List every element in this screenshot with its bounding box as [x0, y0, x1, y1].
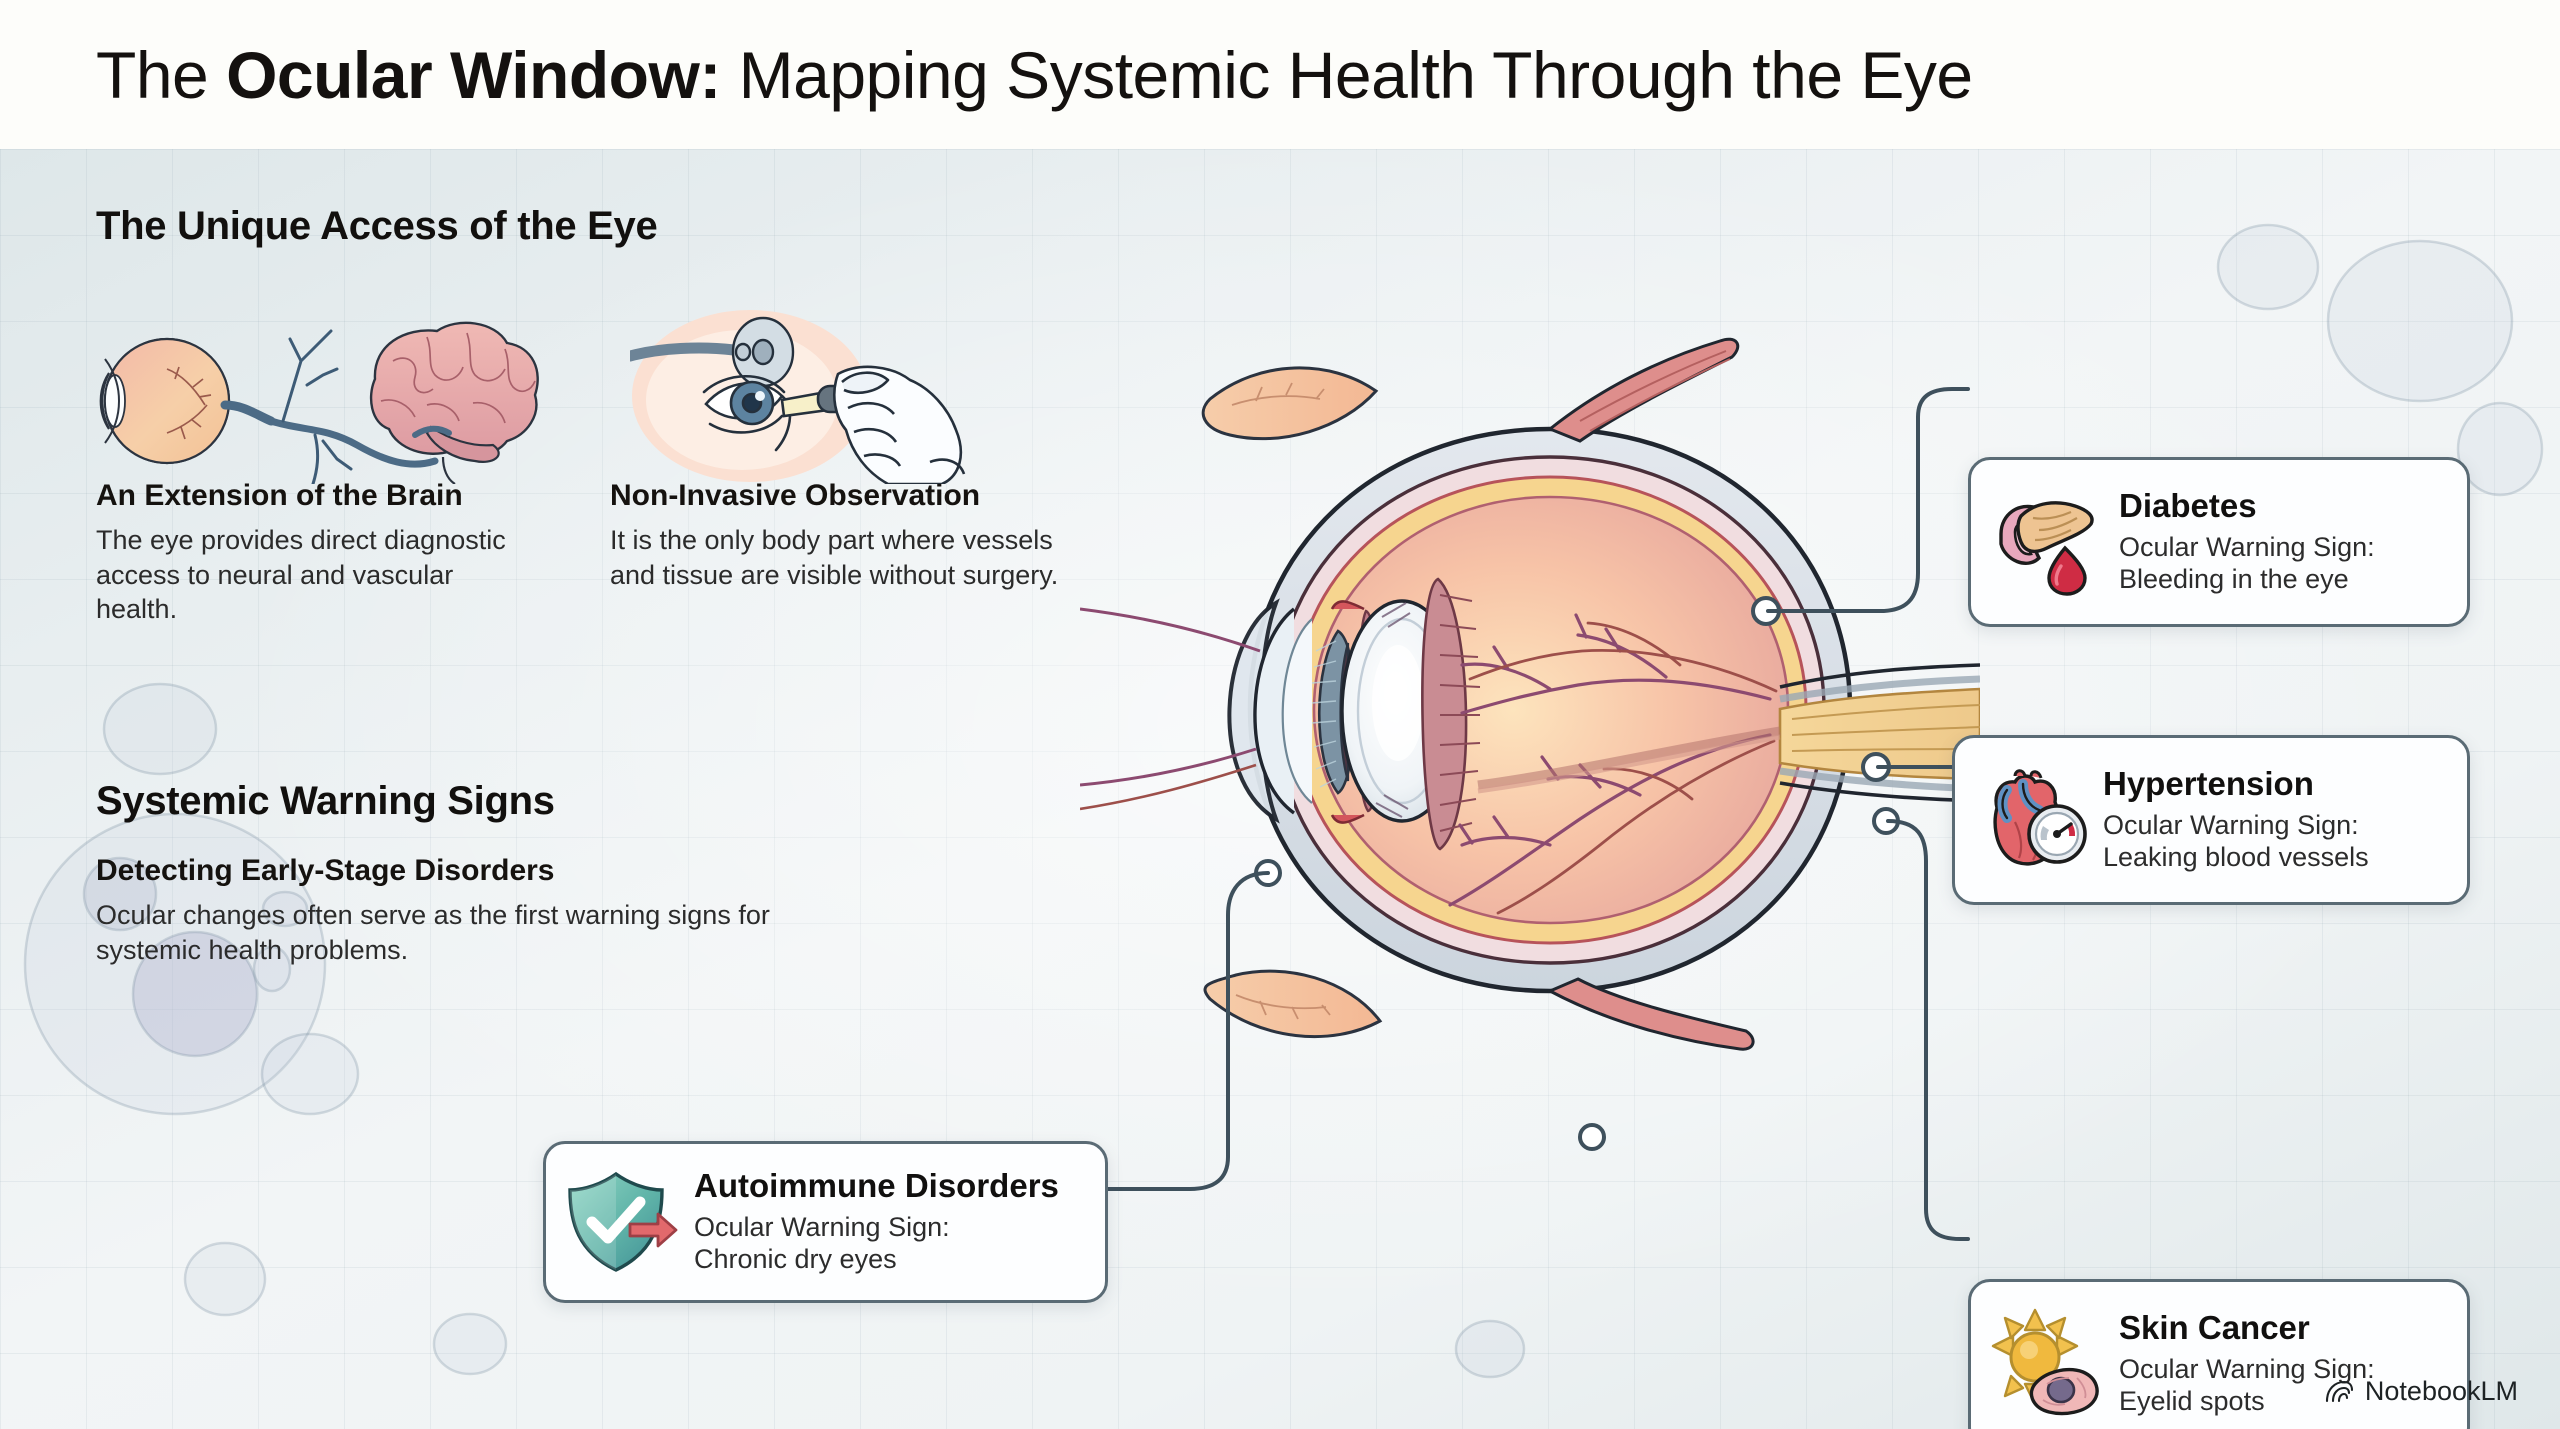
- watermark-label: NotebookLM: [2364, 1376, 2518, 1406]
- anchor-skincancer: [1872, 807, 1900, 835]
- card-text: Autoimmune Disorders Ocular Warning Sign…: [694, 1166, 1059, 1277]
- card-text: Diabetes Ocular Warning Sign: Bleeding i…: [2119, 486, 2375, 597]
- card-text: Skin Cancer Ocular Warning Sign: Eyelid …: [2119, 1308, 2375, 1419]
- ophthalmoscope-exam-illustration: [630, 310, 966, 484]
- card-title: Hypertension: [2103, 764, 2314, 802]
- warning-section-title: Systemic Warning Signs: [96, 779, 555, 823]
- card-line-1: Ocular Warning Sign:: [2119, 531, 2375, 562]
- callout-card-autoimmune[interactable]: Autoimmune Disorders Ocular Warning Sign…: [543, 1141, 1108, 1303]
- anchor-lower: [1578, 1123, 1606, 1151]
- feature-block-brain: An Extension of the Brain The eye provid…: [96, 479, 536, 627]
- card-line-1: Ocular Warning Sign:: [694, 1211, 950, 1242]
- notebooklm-watermark: NotebookLM: [2324, 1376, 2518, 1407]
- anchor-autoimmune: [1254, 859, 1282, 887]
- eye-to-brain-illustration: [99, 321, 539, 484]
- eye-cross-section-diagram: [1080, 337, 1980, 1151]
- card-title: Diabetes: [2119, 486, 2257, 524]
- infographic-canvas: The Unique Access of the Eye An Extensio…: [0, 149, 2560, 1429]
- heart-pressure-gauge-icon: [1993, 769, 2087, 866]
- callout-card-diabetes[interactable]: Diabetes Ocular Warning Sign: Bleeding i…: [1968, 457, 2470, 627]
- page-title-emphasis: Ocular Window:: [226, 37, 721, 112]
- feature-heading: An Extension of the Brain: [96, 479, 463, 512]
- warning-body-text: Ocular changes often serve as the first …: [96, 900, 770, 965]
- warning-sub-heading: Detecting Early-Stage Disorders: [96, 854, 555, 887]
- shield-check-arrow-icon: [568, 1171, 678, 1272]
- page-title-part-2: Mapping Systemic Health Through the Eye: [720, 37, 1973, 112]
- card-line-2: Leaking blood vessels: [2103, 842, 2369, 873]
- card-text: Hypertension Ocular Warning Sign: Leakin…: [2103, 764, 2369, 875]
- feature-block-observation: Non-Invasive Observation It is the only …: [610, 479, 1060, 592]
- access-section-title: The Unique Access of the Eye: [96, 204, 658, 248]
- notebooklm-spiral-icon: [2325, 1380, 2353, 1402]
- card-line-2: Eyelid spots: [2119, 1386, 2265, 1417]
- page-header: The Ocular Window: Mapping Systemic Heal…: [0, 0, 2560, 149]
- feature-body: The eye provides direct diagnostic acces…: [96, 525, 506, 625]
- card-line-2: Chronic dry eyes: [694, 1244, 897, 1275]
- card-line-1: Ocular Warning Sign:: [2119, 1353, 2375, 1384]
- anchor-hypertension: [1861, 752, 1891, 782]
- callout-card-hypertension[interactable]: Hypertension Ocular Warning Sign: Leakin…: [1952, 735, 2470, 905]
- callout-card-skin-cancer[interactable]: Skin Cancer Ocular Warning Sign: Eyelid …: [1968, 1279, 2470, 1429]
- warning-section-body: Detecting Early-Stage Disorders Ocular c…: [96, 854, 816, 967]
- pancreas-blood-drop-icon: [1999, 501, 2094, 596]
- feature-heading: Non-Invasive Observation: [610, 479, 981, 512]
- card-title: Skin Cancer: [2119, 1308, 2310, 1346]
- card-line-2: Bleeding in the eye: [2119, 564, 2349, 595]
- page-title: The Ocular Window: Mapping Systemic Heal…: [96, 37, 1973, 113]
- sun-cell-icon: [1991, 1308, 2099, 1416]
- anchor-diabetes: [1751, 596, 1781, 626]
- page-title-part-1: The: [96, 37, 227, 112]
- card-line-1: Ocular Warning Sign:: [2103, 809, 2359, 840]
- card-title: Autoimmune Disorders: [694, 1166, 1059, 1204]
- feature-body: It is the only body part where vessels a…: [610, 525, 1059, 590]
